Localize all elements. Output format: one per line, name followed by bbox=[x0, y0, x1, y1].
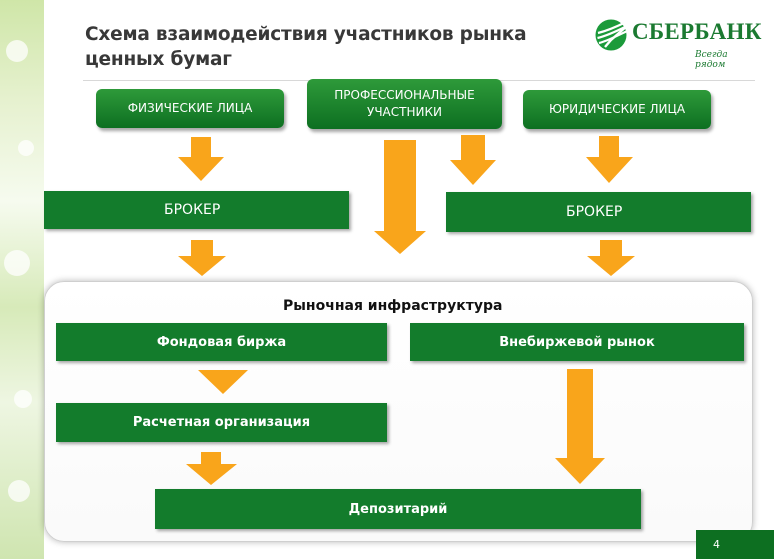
legal-entities-box: ЮРИДИЧЕСКИЕ ЛИЦА bbox=[523, 90, 711, 129]
broker-left: БРОКЕР bbox=[44, 191, 349, 229]
professional-participants-box: ПРОФЕССИОНАЛЬНЫЕ УЧАСТНИКИ bbox=[307, 79, 502, 129]
logo-name: СБЕРБАНК bbox=[632, 19, 762, 44]
arrow-settlement-to-depository bbox=[186, 452, 237, 485]
sberbank-logo: СБЕРБАНК Всегда рядом bbox=[594, 18, 762, 70]
otc-market-box: Внебиржевой рынок bbox=[410, 323, 744, 361]
logo-slogan: Всегда рядом bbox=[695, 50, 728, 70]
infrastructure-title: Рыночная инфраструктура bbox=[283, 298, 503, 314]
broker-right: БРОКЕР bbox=[446, 192, 751, 232]
stock-exchange-box: Фондовая биржа bbox=[56, 323, 387, 361]
settlement-organization-box: Расчетная организация bbox=[56, 403, 387, 442]
arrow-exchange-to-settlement bbox=[198, 370, 248, 394]
sberbank-logo-icon bbox=[595, 19, 628, 51]
side-decoration bbox=[0, 0, 44, 559]
slide-title: Схема взаимодействия участников рынка це… bbox=[85, 24, 527, 70]
arrow-left-broker-to-infrastructure bbox=[178, 240, 226, 276]
arrow-otc-to-depository bbox=[555, 369, 605, 484]
arrow-individuals-to-broker bbox=[178, 137, 224, 181]
individuals-box: ФИЗИЧЕСКИЕ ЛИЦА bbox=[96, 89, 284, 128]
depository-box: Депозитарий bbox=[155, 489, 641, 529]
page-number: 4 bbox=[713, 538, 720, 551]
arrow-legal-entities-to-broker bbox=[586, 136, 633, 183]
arrow-professional-to-right-broker bbox=[450, 135, 496, 185]
arrow-right-broker-to-infrastructure bbox=[587, 240, 635, 276]
page-number-box: 4 bbox=[696, 530, 774, 559]
arrow-professional-to-left-broker bbox=[374, 140, 426, 254]
